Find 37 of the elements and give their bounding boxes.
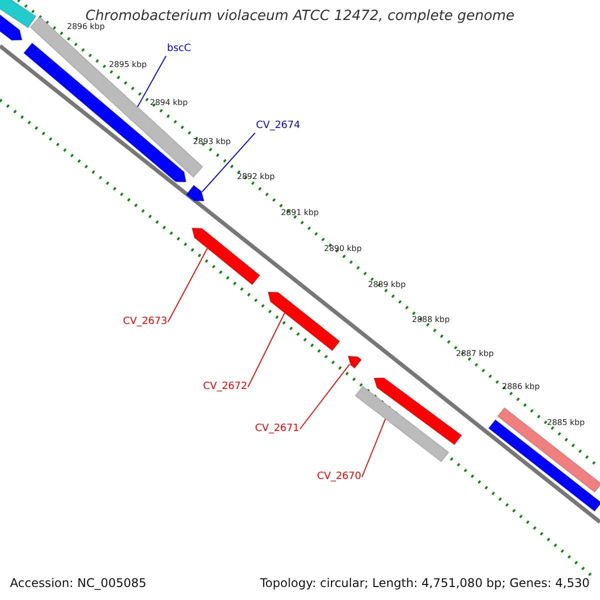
gene-block [0, 14, 23, 41]
scale-label: 2891 kbp [281, 208, 319, 218]
leader-line [362, 418, 386, 478]
leader-line [137, 56, 166, 108]
gene-label: CV_2674 [256, 120, 300, 132]
gene-block [191, 227, 260, 286]
gene-block [267, 291, 340, 352]
footer-text: Topology: circular; Length: 4,751,080 bp; Genes: 4,530 [260, 576, 590, 590]
scale-label: 2887 kbp [456, 349, 494, 359]
gene-label: CV_2672 [203, 381, 248, 393]
gene-block [186, 184, 205, 202]
gene-label: CV_2671 [255, 423, 300, 435]
leader-line [202, 132, 256, 192]
scale-label: 2893 kbp [193, 137, 231, 147]
gene-block [373, 377, 462, 446]
gene-label: bscC [167, 43, 192, 55]
scale-label: 2889 kbp [368, 280, 406, 290]
leader-line [300, 364, 350, 430]
gene-block [488, 419, 600, 512]
scale-label: 2895 kbp [109, 60, 147, 70]
scale-label: 2894 kbp [150, 98, 188, 108]
scale-label: 2890 kbp [324, 244, 362, 254]
gene-block [347, 355, 362, 369]
scale-label: 2886 kbp [502, 382, 540, 392]
leader-line [168, 248, 208, 322]
leader-line [248, 312, 286, 388]
diagram-title: Chromobacterium violaceum ATCC 12472, complete genome [85, 8, 516, 24]
gene-block [496, 407, 600, 493]
gene-bar [354, 386, 450, 462]
gene-block [0, 0, 37, 28]
footer-text: Accession: NC_005085 [10, 576, 146, 590]
scale-label: 2896 kbp [67, 22, 105, 32]
gene-label: CV_2673 [123, 316, 168, 328]
scale-label: 2888 kbp [412, 315, 450, 325]
scale-label: 2885 kbp [547, 418, 585, 428]
scale-label: 2892 kbp [237, 172, 275, 182]
gene-label: CV_2670 [317, 471, 362, 483]
